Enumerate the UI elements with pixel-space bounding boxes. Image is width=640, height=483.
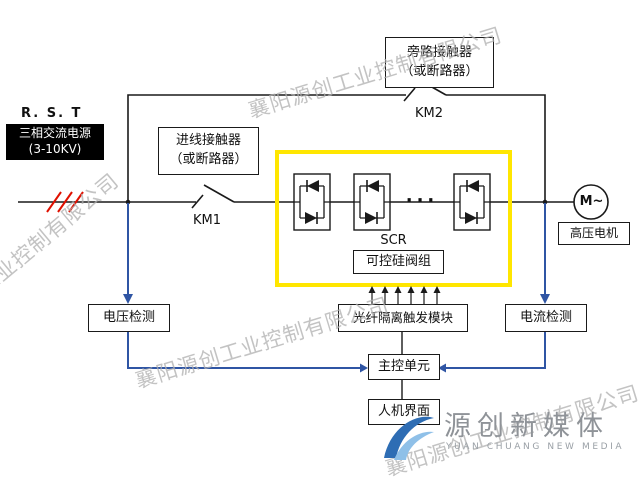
- junction-dots: [125, 199, 548, 205]
- thyristor-module-3: [453, 173, 491, 231]
- main-control-label: 主控单元: [377, 358, 430, 374]
- voltage-detect-box: 电压检测: [88, 304, 170, 332]
- signal-arrowheads: [123, 294, 550, 373]
- voltage-detect-label: 电压检测: [102, 309, 155, 325]
- media-logo-title: 源创新媒体: [444, 411, 609, 442]
- km1-label: KM1: [193, 213, 222, 228]
- phase-labels: R. S. T: [21, 106, 83, 121]
- current-detect-box: 电流检测: [505, 304, 587, 332]
- scr-valve-box: 可控硅阀组: [353, 250, 444, 274]
- motor-label-box: 高压电机: [558, 222, 630, 245]
- module-ellipsis: ···: [405, 190, 439, 211]
- main-control-box: 主控单元: [368, 354, 440, 380]
- incoming-contactor-line1: 进线接触器: [175, 133, 241, 149]
- hmi-label: 人机界面: [377, 403, 430, 419]
- km2-label: KM2: [415, 106, 444, 121]
- trigger-module-box: 光纤隔离触发模块: [338, 304, 468, 332]
- thyristor-module-1: [293, 173, 331, 231]
- media-logo: 源创新媒体 YUAN CHUANG NEW MEDIA: [368, 398, 640, 474]
- bypass-contactor-line2: （或断路器）: [400, 63, 479, 79]
- trigger-fiber-arrowheads: [368, 286, 441, 293]
- bypass-line: [127, 94, 546, 202]
- media-logo-swoosh-icon: [384, 416, 434, 460]
- bypass-contactor-line1: 旁路接触器: [406, 44, 472, 60]
- three-phase-slash-marks: [46, 191, 84, 213]
- scr-valve-label: 可控硅阀组: [365, 253, 431, 269]
- hmi-box: 人机界面: [368, 399, 440, 425]
- trigger-fiber-arrows: [371, 292, 438, 304]
- scr-highlight-box: [275, 150, 512, 287]
- scr-label: SCR: [380, 233, 407, 248]
- power-source-name: 三相交流电源: [18, 126, 91, 141]
- incoming-contactor-box: 进线接触器 （或断路器）: [158, 127, 259, 175]
- motor-circle: [573, 184, 609, 220]
- current-detect-label: 电流检测: [519, 309, 572, 325]
- power-source-voltage: (3-10KV): [28, 142, 82, 156]
- signal-lines: [127, 203, 546, 369]
- trigger-module-label: 光纤隔离触发模块: [352, 309, 453, 325]
- km1-switch-symbol: [191, 184, 235, 209]
- power-source-box: 三相交流电源 (3-10KV): [6, 124, 104, 160]
- bypass-contactor-box: 旁路接触器 （或断路器）: [385, 37, 494, 88]
- motor-label: 高压电机: [569, 225, 618, 240]
- thyristor-module-2: [353, 173, 391, 231]
- media-logo-subtitle: YUAN CHUANG NEW MEDIA: [446, 442, 625, 452]
- motor-symbol: M~: [579, 194, 604, 209]
- incoming-contactor-line2: （或断路器）: [169, 152, 248, 167]
